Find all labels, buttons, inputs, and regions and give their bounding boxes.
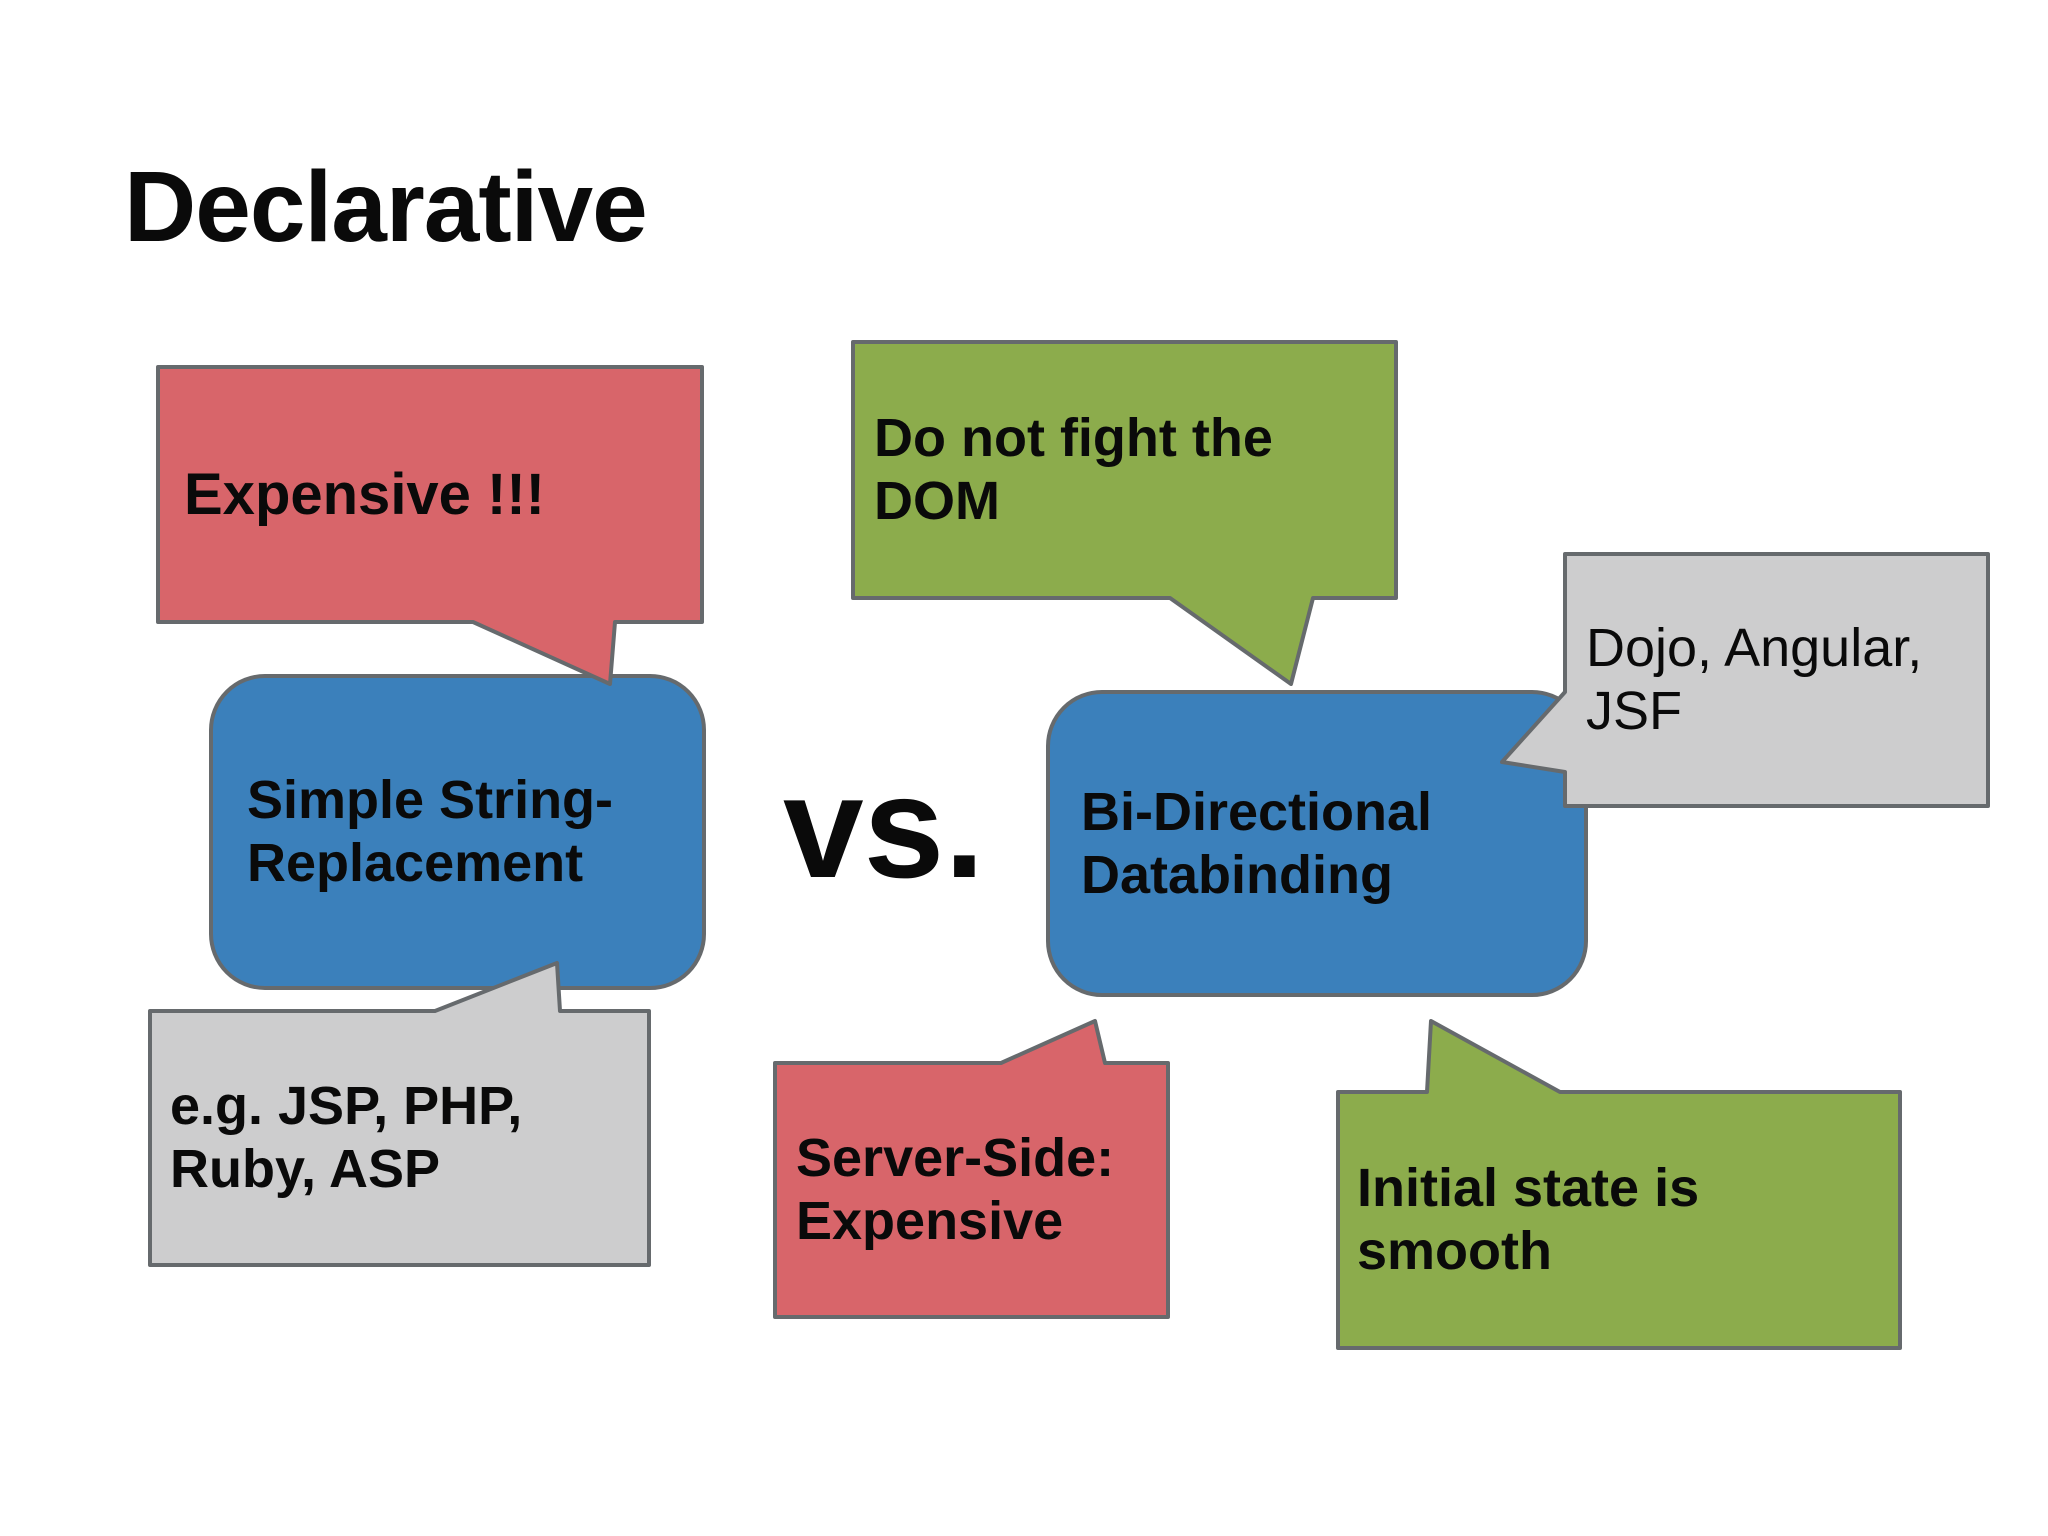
concept-line: Simple String- — [247, 770, 614, 830]
do-not-fight-dom-callout-shape — [851, 340, 1398, 686]
simple-string-replacement-label: Simple String- Replacement — [211, 676, 704, 988]
callout-line: Initial state is — [1357, 1158, 1700, 1218]
slide-title: Declarative — [124, 151, 648, 263]
callout-line: DOM — [874, 471, 1000, 531]
expensive-callout-shape — [156, 365, 704, 686]
callout-line: JSF — [1586, 681, 1683, 741]
bidirectional-databinding-label: Bi-Directional Databinding — [1048, 692, 1586, 995]
concept-line: Databinding — [1081, 844, 1393, 905]
callout-line: Dojo, Angular, — [1586, 618, 1923, 678]
eg-jsp-php-label: e.g. JSP, PHP, Ruby, ASP — [150, 1011, 649, 1265]
callout-line: e.g. JSP, PHP, — [170, 1076, 523, 1136]
simple-string-replacement-box — [209, 674, 706, 990]
bidirectional-databinding-box — [1046, 690, 1588, 997]
expensive-callout-label: Expensive !!! — [158, 367, 728, 622]
dojo-angular-jsf-callout-shape — [1500, 552, 1990, 808]
callout-line: Expensive !!! — [184, 462, 545, 527]
concept-line: Replacement — [247, 833, 584, 893]
callout-line: smooth — [1357, 1221, 1552, 1281]
initial-state-smooth-callout-shape — [1336, 1019, 1902, 1350]
initial-state-smooth-label: Initial state is smooth — [1338, 1092, 1900, 1348]
versus-label: vs. — [783, 746, 985, 908]
callout-line: Do not fight the — [874, 408, 1273, 468]
concept-line: Bi-Directional — [1081, 781, 1433, 842]
dojo-angular-jsf-label: Dojo, Angular, JSF — [1565, 554, 1988, 806]
eg-jsp-php-callout-shape — [148, 961, 651, 1267]
do-not-fight-dom-label: Do not fight the DOM — [853, 342, 1396, 598]
callout-line: Server-Side: — [796, 1128, 1115, 1188]
server-side-expensive-callout-shape — [773, 1019, 1170, 1319]
callout-line: Ruby, ASP — [170, 1139, 441, 1199]
server-side-expensive-label: Server-Side: Expensive — [775, 1063, 1168, 1317]
callout-line: Expensive — [796, 1191, 1064, 1251]
